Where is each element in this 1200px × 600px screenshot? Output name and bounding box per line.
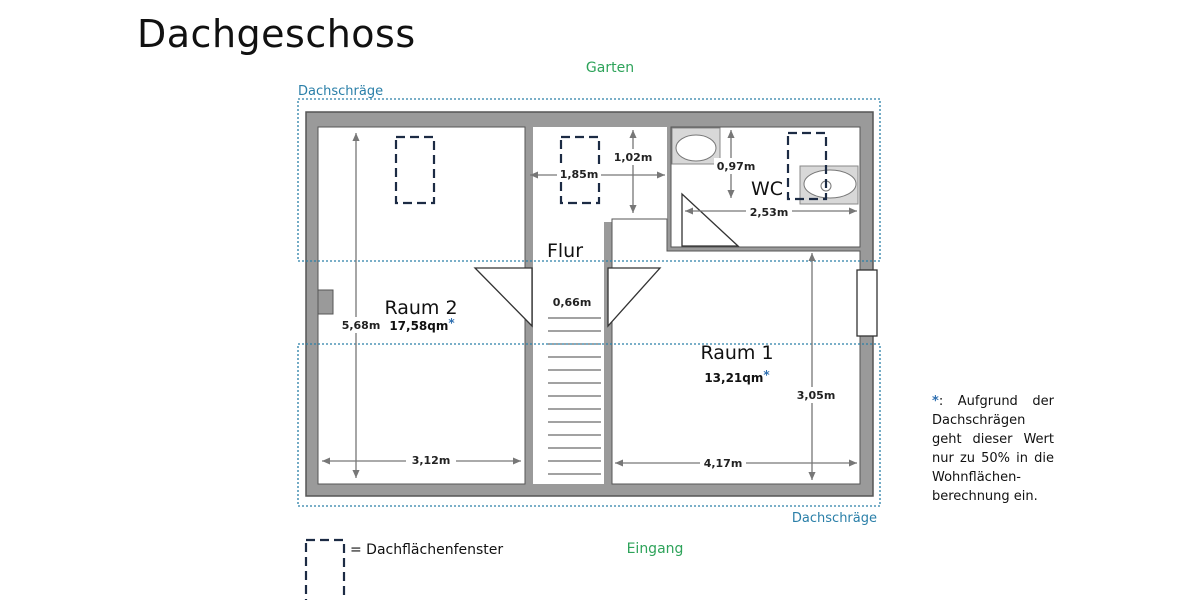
legend-label: = Dachflächenfenster: [350, 542, 504, 558]
legend-roof-window-icon: [304, 538, 346, 600]
chimney: [317, 289, 334, 315]
wall-window: [856, 269, 878, 337]
door-wc: [681, 192, 740, 247]
toilet-icon: [799, 165, 859, 205]
area-asterisk: *: [448, 316, 455, 330]
footnote-asterisk: *: [932, 394, 939, 409]
room-raum1: [611, 218, 861, 485]
room-area-raum1: 13,21qm: [704, 371, 763, 385]
door-raum2: [473, 267, 533, 328]
dim-raum1-width: 4,17m: [704, 457, 743, 470]
label-eingang: Eingang: [627, 541, 684, 557]
roof-window-icon: [394, 135, 436, 205]
washbasin-icon: [671, 127, 721, 165]
svg-text:17,58qm*: 17,58qm*: [389, 316, 455, 333]
dim-raum2-width: 3,12m: [412, 454, 451, 467]
roof-window-icon: [786, 131, 828, 201]
dim-stair-width: 0,66m: [553, 296, 592, 309]
area-asterisk: *: [763, 368, 770, 382]
room-name-wc: WC: [751, 178, 783, 200]
dim-raum2-height: 5,68m: [342, 319, 381, 332]
dim-flur-width: 1,85m: [560, 168, 599, 181]
footnote: *: Aufgrund der Dachschrägen geht dieser…: [932, 392, 1054, 506]
room-name-raum2: Raum 2: [384, 297, 457, 319]
label-slope-bottom: Dachschräge: [792, 511, 877, 526]
room-name-flur: Flur: [547, 240, 583, 262]
room-flur-lower: [533, 127, 667, 484]
page-title: Dachgeschoss: [137, 12, 416, 56]
dim-wc-width: 2,53m: [750, 206, 789, 219]
dim-raum1-height: 3,05m: [797, 389, 836, 402]
room-area-raum2: 17,58qm: [389, 319, 448, 333]
door-raum1: [607, 267, 662, 328]
label-slope-top: Dachschräge: [298, 84, 383, 99]
footnote-text: : Aufgrund der Dachschrägen geht dieser …: [932, 394, 1054, 504]
label-garten: Garten: [586, 60, 634, 76]
dim-wc-depth: 0,97m: [717, 160, 756, 173]
svg-text:13,21qm*: 13,21qm*: [704, 368, 770, 385]
dim-flur-depth: 1,02m: [614, 151, 653, 164]
room-name-raum1: Raum 1: [700, 342, 773, 364]
